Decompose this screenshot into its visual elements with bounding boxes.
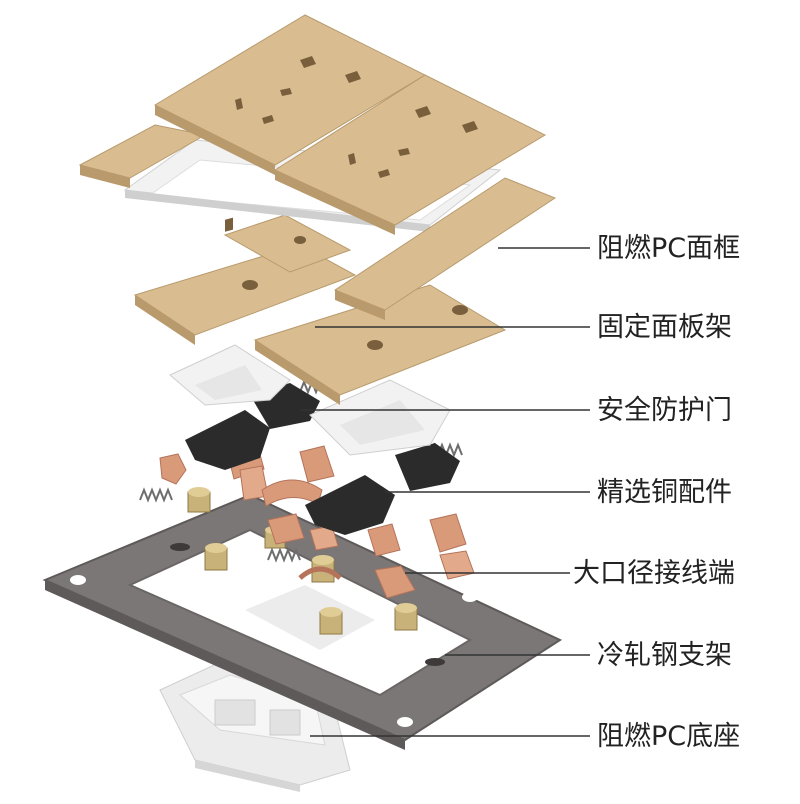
- label-steel-bracket: 冷轧钢支架: [597, 640, 732, 671]
- steel-bracket-part: [42, 493, 563, 750]
- pc-faceplate-part: [78, 14, 557, 320]
- label-large-terminal: 大口径接线端: [573, 558, 735, 589]
- label-mounting-frame: 固定面板架: [597, 312, 732, 343]
- terminal-5: [394, 603, 418, 631]
- label-copper-parts: 精选铜配件: [597, 477, 732, 508]
- spring-2: [267, 547, 301, 563]
- label-pc-faceplate: 阻燃PC面框: [597, 233, 741, 264]
- terminal-4: [319, 607, 343, 635]
- screw-terminals: [187, 487, 418, 635]
- leader-lines: [300, 247, 590, 737]
- label-pc-base: 阻燃PC底座: [597, 721, 741, 752]
- spring-1: [139, 487, 173, 503]
- white-shutter-frames: [169, 344, 451, 456]
- label-safety-shutter: 安全防护门: [597, 395, 732, 426]
- terminal-2: [204, 543, 228, 571]
- terminal-1: [187, 487, 211, 513]
- mounting-frame-part: [133, 214, 507, 405]
